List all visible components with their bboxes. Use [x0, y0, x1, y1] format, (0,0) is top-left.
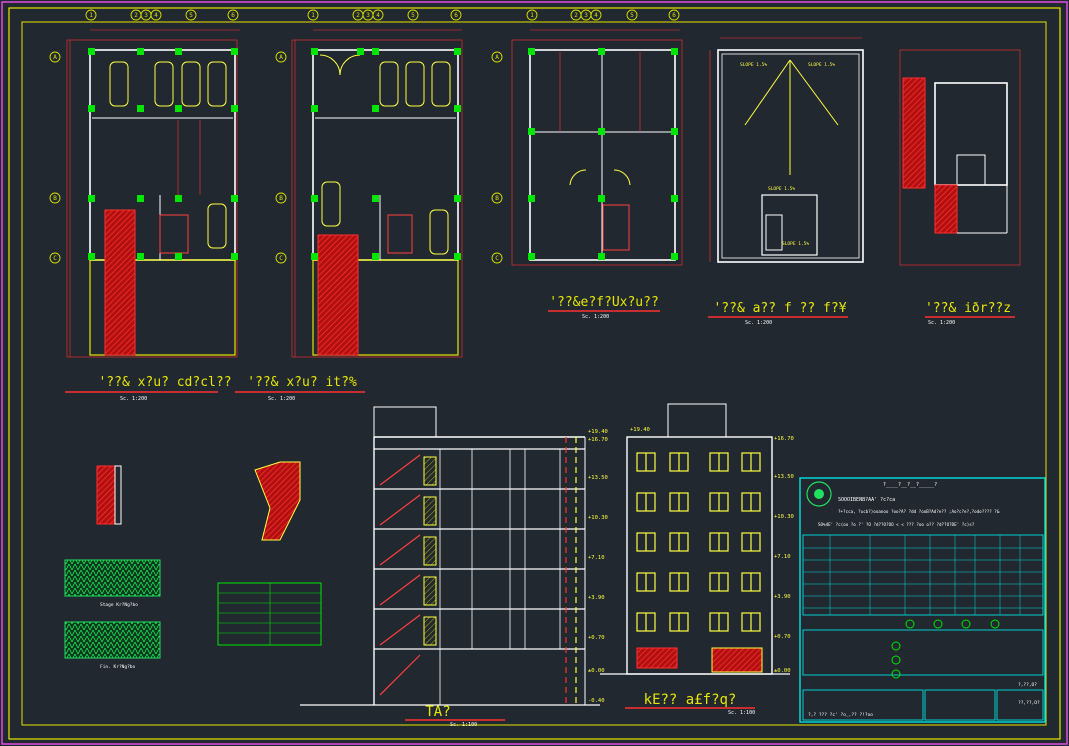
section-scale: Sc. 1:100	[450, 722, 477, 728]
section-levels: +19.40 +16.70 +13.50 +10.30 +7.10 +3.90 …	[588, 429, 608, 704]
grid-label: 6	[672, 12, 676, 19]
plan-5-scale: Sc. 1:200	[928, 320, 955, 326]
title-block-note: ?,??,O?	[1018, 682, 1037, 688]
title-block-note: ?,? ??? ?c' ?o_,?? ?!?oo	[808, 712, 873, 718]
level-mark: -0.40	[588, 698, 605, 704]
grid-label: 2	[356, 12, 360, 19]
grid-label: 3	[366, 12, 370, 19]
grid-label: 6	[231, 12, 235, 19]
grid-label: C	[279, 255, 283, 262]
plan-3-scale: Sc. 1:200	[582, 314, 609, 320]
grid-label: A	[279, 54, 283, 61]
elevation-title: kE?? a£f?q?	[644, 692, 737, 708]
title-block-line-1: SOOOIBENB?AA' ?c?ca	[838, 497, 895, 503]
slope-note: SLOPE 1.5%	[768, 186, 795, 192]
plan-title-1: '??& x?u? cd?cl?? Sc. 1:200	[65, 375, 232, 402]
section-title: TA?	[425, 704, 450, 720]
building-elevation	[600, 403, 790, 675]
inner-frame	[8, 7, 1061, 740]
grid-label: 3	[584, 12, 588, 19]
floor-plan-1	[66, 29, 240, 358]
plan-title-5: '??& iðr??z Sc. 1:200	[925, 301, 1015, 326]
plan-1-scale: Sc. 1:200	[120, 396, 147, 402]
level-mark: ±0.00	[588, 668, 605, 674]
grid-label: 4	[594, 12, 598, 19]
title-block	[799, 477, 1046, 723]
grid-label: 5	[630, 12, 634, 19]
grid-label: B	[495, 195, 499, 202]
grid-label: B	[279, 195, 283, 202]
elevation-scale: Sc. 1:100	[728, 710, 755, 716]
level-mark: +10.30	[588, 515, 608, 521]
elevation-levels: +19.40 +16.70 +13.50 +10.30 +7.10 +3.90 …	[630, 427, 794, 674]
level-mark: +16.70	[588, 437, 608, 443]
plan-2-title: '??& x?u? it?%	[247, 375, 357, 390]
grid-label: 4	[154, 12, 158, 19]
plan-2-scale: Sc. 1:200	[268, 396, 295, 402]
grid-label: 2	[574, 12, 578, 19]
level-mark: +13.50	[588, 475, 608, 481]
detail-caption-1: Stage Kr?Ng?bo	[100, 602, 138, 608]
plan-4-title: '??& a?? f ?? f?¥	[713, 301, 846, 316]
level-mark: +19.40	[630, 427, 650, 433]
grid-label: B	[53, 195, 57, 202]
plan-title-4: '??& a?? f ?? f?¥ Sc. 1:200	[708, 301, 848, 326]
plan-1-title: '??& x?u? cd?cl??	[98, 375, 231, 390]
plan-title-2: '??& x?u? it?% Sc. 1:200	[235, 375, 365, 402]
level-mark: +7.10	[588, 555, 605, 561]
grid-label: 1	[89, 12, 93, 19]
grid-bubbles	[49, 9, 680, 264]
wall-details	[64, 461, 322, 659]
floor-plan-3	[511, 29, 683, 266]
slope-note: SLOPE 1.5%	[782, 241, 809, 247]
grid-label: 6	[454, 12, 458, 19]
plan-3-title: '??&e?f?Ux?u??	[549, 295, 659, 310]
title-block-text: ?____?__?__?_____? SOOOIBENB?AA' ?c?ca ?…	[808, 482, 1040, 718]
level-mark: +3.90	[774, 594, 791, 600]
grid-label: A	[53, 54, 57, 61]
level-mark: +7.10	[774, 554, 791, 560]
site-plan	[899, 49, 1021, 266]
slope-note: SLOPE 1.5%	[808, 62, 835, 68]
title-block-header: ?____?__?__?_____?	[883, 482, 937, 488]
plan-4-scale: Sc. 1:200	[745, 320, 772, 326]
title-block-note: ??,??,O?	[1018, 700, 1040, 706]
detail-caption-2: Fin. Kr?Ng?bo	[100, 664, 136, 670]
grid-label: 5	[189, 12, 193, 19]
floor-plan-2	[291, 29, 463, 358]
level-mark: +0.70	[588, 635, 605, 641]
grid-label: 1	[530, 12, 534, 19]
grid-label: 5	[411, 12, 415, 19]
level-mark: ±0.00	[774, 668, 791, 674]
roof-slope-notes: SLOPE 1.5% SLOPE 1.5% SLOPE 1.5% SLOPE 1…	[740, 62, 835, 247]
level-mark: +3.90	[588, 595, 605, 601]
plan-5-title: '??& iðr??z	[925, 301, 1011, 316]
level-mark: +16.70	[774, 436, 794, 442]
grid-label: A	[495, 54, 499, 61]
title-block-line-2: ?+?cca, ?ucb?)ooanoo ?oo?A? ?dd ?ooB?Ad?…	[838, 509, 1000, 514]
grid-label: C	[495, 255, 499, 262]
building-section	[300, 406, 600, 706]
grid-label: 4	[376, 12, 380, 19]
level-mark: +13.50	[774, 474, 794, 480]
drawing-border	[21, 21, 1047, 726]
grid-label: 3	[144, 12, 148, 19]
level-mark: +19.40	[588, 429, 608, 435]
logo-emblem-icon	[806, 481, 832, 507]
grid-label: C	[53, 255, 57, 262]
grid-labels-top: 1 2 3 4 5 6 1 2 3 4 5 6 1 2 3 4 5 6 A B …	[53, 12, 676, 262]
grid-label: 1	[311, 12, 315, 19]
grid-label: 2	[134, 12, 138, 19]
level-mark: +10.30	[774, 514, 794, 520]
roof-plan	[709, 37, 864, 263]
slope-note: SLOPE 1.5%	[740, 62, 767, 68]
level-mark: +0.70	[774, 634, 791, 640]
title-block-line-3: SO%4E' ?c(oo ?o ?' ?O ?d??O?OO < < ??? ?…	[818, 522, 975, 527]
plan-title-3: '??&e?f?Ux?u?? Sc. 1:200	[548, 295, 660, 320]
